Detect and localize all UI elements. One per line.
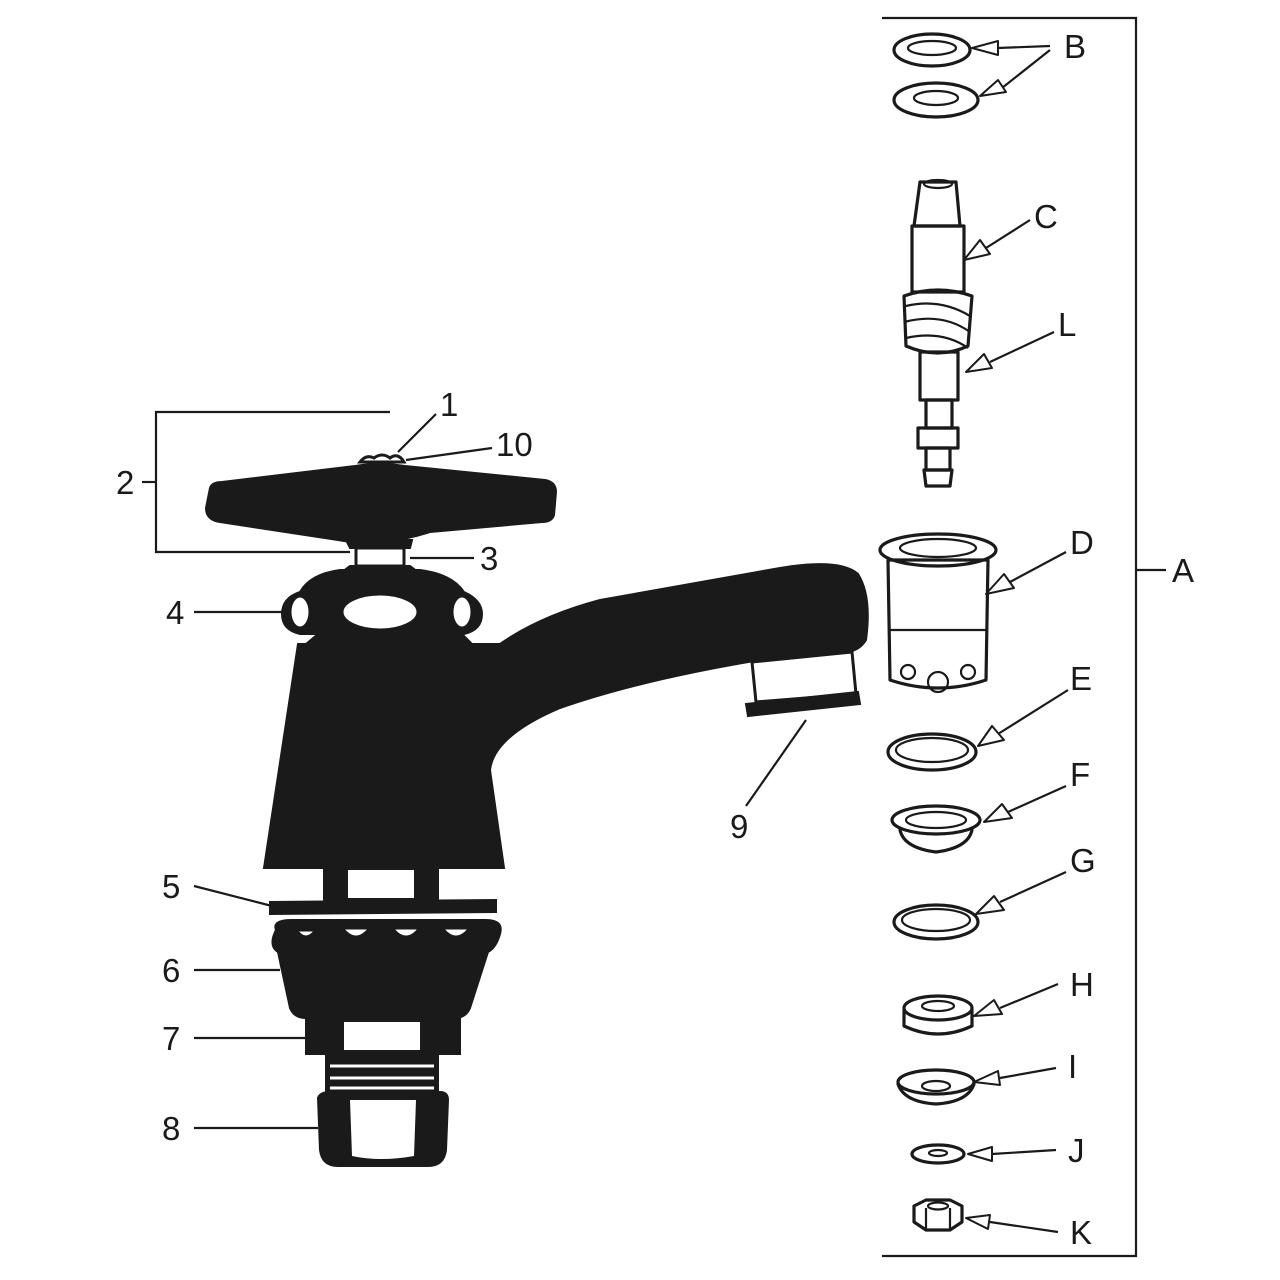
- head-nut: [280, 569, 484, 635]
- base-flange: [271, 919, 502, 1019]
- bracket-a: [882, 16, 1138, 1258]
- callout-5: 5: [162, 868, 180, 905]
- callout-G: G: [1070, 842, 1096, 879]
- callout-10: 10: [496, 426, 533, 463]
- leader-5: [193, 884, 273, 908]
- callout-E: E: [1070, 660, 1092, 697]
- washer-i: [896, 1068, 976, 1106]
- washer-b-bottom: [892, 81, 980, 119]
- callout-I: I: [1068, 1048, 1077, 1085]
- callout-6: 6: [162, 952, 180, 989]
- base-washer: [269, 898, 497, 916]
- o-ring-e: [886, 732, 978, 772]
- callout-8: 8: [162, 1110, 180, 1147]
- connector-nut: [316, 1091, 450, 1167]
- callout-2: 2: [116, 464, 134, 501]
- callout-A: A: [1172, 552, 1194, 589]
- callout-3: 3: [480, 540, 498, 577]
- seat-cup-f: [890, 804, 982, 854]
- washer-j: [910, 1143, 966, 1165]
- washer-h: [902, 994, 974, 1036]
- callout-K: K: [1070, 1214, 1092, 1251]
- shank: [323, 867, 439, 901]
- hex-nut-k: [912, 1198, 964, 1232]
- cartridge-body-d: [878, 532, 998, 694]
- callout-H: H: [1070, 966, 1094, 1003]
- callout-F: F: [1070, 756, 1090, 793]
- ring-g: [892, 903, 980, 941]
- leader-9: [745, 719, 807, 807]
- callout-7: 7: [162, 1020, 180, 1057]
- leader-10: [405, 446, 493, 462]
- callout-J: J: [1068, 1132, 1085, 1169]
- washer-b-top: [892, 32, 972, 68]
- thread: [325, 1053, 439, 1095]
- callout-D: D: [1070, 524, 1094, 561]
- leaders-right: [963, 40, 1069, 1234]
- callout-1: 1: [440, 386, 458, 423]
- spindle-stem: [339, 539, 421, 573]
- callout-L: L: [1058, 306, 1076, 343]
- callout-B: B: [1064, 28, 1086, 65]
- callout-9: 9: [730, 808, 748, 845]
- cross-handle: [204, 453, 558, 544]
- locknut: [305, 1017, 461, 1055]
- tap-body-and-spout: [262, 563, 869, 869]
- callout-4: 4: [166, 594, 184, 631]
- leader-1: [397, 413, 437, 453]
- callout-C: C: [1034, 198, 1058, 235]
- cartridge-spindle: [902, 178, 974, 488]
